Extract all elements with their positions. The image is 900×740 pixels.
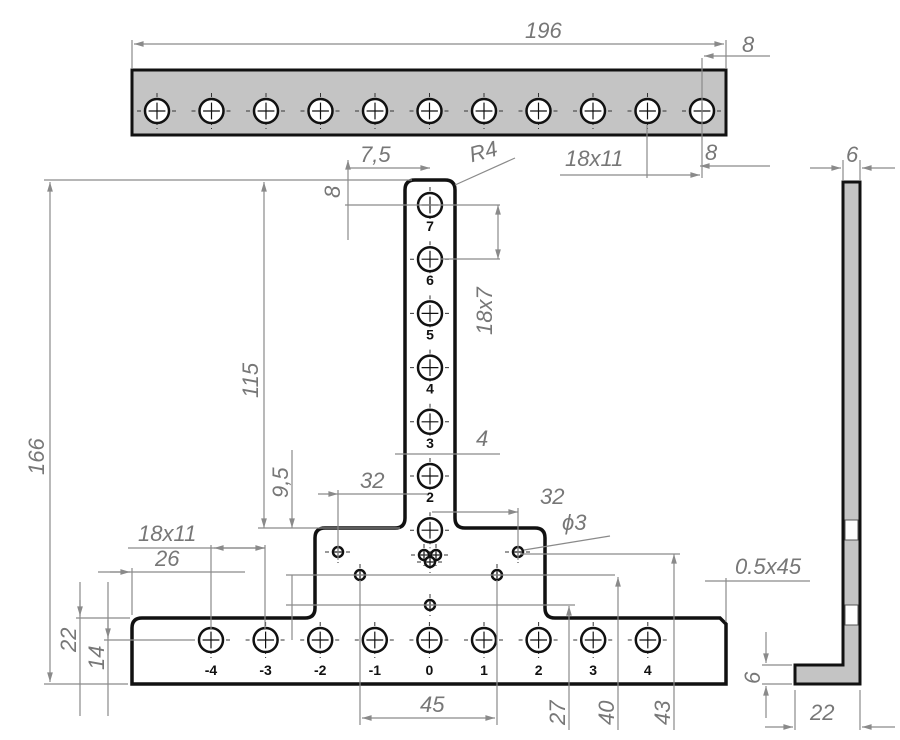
dim-total-height: 166 <box>24 438 49 475</box>
dim-height-43: 43 <box>650 700 675 725</box>
stem-hole <box>410 458 450 494</box>
dim-chamfer: 0.5x45 <box>735 554 802 579</box>
top-hole <box>573 93 613 129</box>
base-hole-label: 1 <box>480 662 488 678</box>
base-hole-label: 4 <box>644 662 652 678</box>
base-hole-label: -4 <box>205 662 218 678</box>
base-hole-label: 3 <box>589 662 597 678</box>
dim-stem-pitch: 18x7 <box>472 287 497 335</box>
base-hole <box>191 622 231 658</box>
dim-stem-top-offset: 8 <box>320 185 345 198</box>
stem-hole <box>410 512 450 549</box>
dim-end-offset-right: 8 <box>705 140 718 165</box>
stem-hole-label: 5 <box>426 326 434 342</box>
base-hole <box>354 622 395 658</box>
stem-hole <box>410 295 450 332</box>
top-hole <box>409 93 450 129</box>
base-hole <box>518 622 559 658</box>
dim-stem-step: 4 <box>476 426 488 451</box>
base-hole <box>573 622 614 658</box>
side-view: 6 6 22 <box>740 142 895 730</box>
top-view: 196 8 8 18x11 <box>130 18 770 178</box>
top-hole <box>191 93 232 129</box>
dim-base-hole-height: 14 <box>84 646 109 670</box>
stem-hole-label: 4 <box>426 381 434 397</box>
base-hole-label: 2 <box>535 662 543 678</box>
base-hole <box>627 622 668 658</box>
dim-thickness-bottom: 6 <box>740 671 765 684</box>
dim-base-edge: 26 <box>154 546 180 571</box>
small-hole <box>417 551 443 573</box>
top-hole <box>518 93 559 129</box>
base-hole-label: -3 <box>259 662 272 678</box>
dim-stem-height: 115 <box>238 362 263 398</box>
dim-height-40: 40 <box>594 700 619 725</box>
top-hole <box>246 93 286 129</box>
dim-hole-pitch-top: 18x11 <box>565 146 623 171</box>
top-hole <box>137 93 177 129</box>
dim-thickness-side: 6 <box>846 142 859 167</box>
dim-end-offset-top: 8 <box>742 32 755 57</box>
dim-base-height: 22 <box>56 628 81 653</box>
base-hole <box>300 622 341 658</box>
stem-hole-label: 6 <box>426 272 434 288</box>
dim-right-small-offset: 32 <box>540 484 564 509</box>
stem-hole-label: 7 <box>426 218 434 234</box>
stem-hole <box>410 403 450 440</box>
top-hole <box>464 93 504 129</box>
base-holes: -4 -3 -2 -1 0 1 2 3 4 <box>191 622 668 678</box>
side-profile <box>793 180 862 686</box>
dim-step-height: 9,5 <box>268 467 293 498</box>
base-hole-label: -2 <box>314 662 327 678</box>
dim-height-27: 27 <box>545 700 570 726</box>
dim-foot-length: 22 <box>809 700 834 725</box>
dim-small-hole-dia: ϕ3 <box>562 510 587 535</box>
dim-small-hole-spacing: 45 <box>420 692 445 717</box>
top-holes <box>137 93 722 129</box>
dim-corner-radius: R4 <box>466 136 500 167</box>
stem-hole-label: 2 <box>426 489 434 505</box>
base-hole <box>409 622 450 658</box>
base-hole-label: 0 <box>426 662 434 678</box>
stem-hole <box>410 349 450 386</box>
top-hole <box>627 93 668 129</box>
base-hole-label: -1 <box>369 662 382 678</box>
top-hole <box>355 93 395 129</box>
dim-stem-half-width: 7,5 <box>360 142 391 167</box>
dim-base-pitch: 18x11 <box>138 521 196 546</box>
stem-hole-label: 3 <box>426 435 434 451</box>
dim-overall-length: 196 <box>525 18 562 43</box>
base-hole <box>464 622 504 658</box>
dim-left-small-offset: 32 <box>360 468 384 493</box>
top-hole <box>300 93 341 129</box>
